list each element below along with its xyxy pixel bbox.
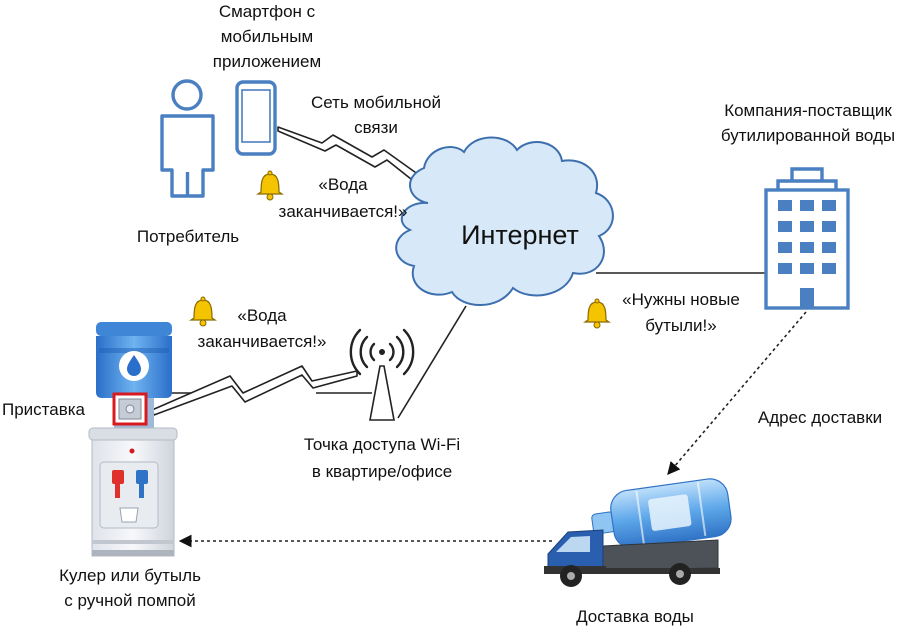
device-label: Приставка (2, 400, 86, 419)
delivery-address-arrow (667, 311, 807, 475)
svg-text:связи: связи (354, 118, 398, 137)
cloud-icon (395, 136, 614, 306)
svg-text:Компания-поставщик: Компания-поставщик (724, 101, 892, 120)
svg-text:«Вода: «Вода (237, 306, 287, 325)
svg-text:заканчивается!»: заканчивается!» (279, 202, 408, 221)
svg-text:Кулер или бутыль: Кулер или бутыль (59, 566, 201, 585)
svg-text:«Нужны новые: «Нужны новые (622, 290, 740, 309)
lightning-link-icon (151, 365, 358, 416)
bell-icon (256, 170, 284, 201)
internet-label: Интернет (461, 220, 579, 250)
svg-text:Сеть мобильной: Сеть мобильной (311, 93, 441, 112)
svg-text:Точка доступа Wi-Fi: Точка доступа Wi-Fi (304, 435, 460, 454)
bell-icon (583, 298, 611, 329)
alert-company-label: «Нужны новые бутыли!» (622, 290, 740, 335)
consumer-label: Потребитель (137, 227, 239, 246)
water-cooler-icon (88, 322, 178, 557)
svg-text:бутыли!»: бутыли!» (645, 316, 716, 335)
svg-text:бутилированной воды: бутилированной воды (721, 126, 895, 145)
water-delivery-label: Доставка воды (576, 607, 694, 626)
svg-text:мобильным: мобильным (221, 27, 313, 46)
svg-text:«Вода: «Вода (318, 175, 368, 194)
wifi-ap-label: Точка доступа Wi-Fi в квартире/офисе (304, 435, 460, 481)
svg-text:Смартфон с: Смартфон с (219, 2, 316, 21)
cooler-label: Кулер или бутыль с ручной помпой (59, 566, 201, 610)
smartphone-icon (235, 80, 277, 156)
company-label: Компания-поставщик бутилированной воды (721, 101, 895, 145)
bell-icon (189, 296, 217, 327)
svg-text:приложением: приложением (213, 52, 321, 71)
smartphone-label: Смартфон с мобильным приложением (213, 2, 321, 71)
wifi-antenna-icon (349, 328, 415, 421)
link-wifi-internet (397, 305, 467, 419)
svg-text:с ручной помпой: с ручной помпой (64, 591, 195, 610)
delivery-address-label: Адрес доставки (758, 408, 882, 427)
truck-icon (544, 478, 732, 587)
svg-text:в квартире/офисе: в квартире/офисе (312, 462, 452, 481)
alert-consumer-label: «Вода заканчивается!» (279, 175, 408, 221)
person-icon (160, 79, 215, 198)
alert-device-label: «Вода заканчивается!» (198, 306, 327, 351)
svg-text:заканчивается!»: заканчивается!» (198, 332, 327, 351)
mobile-network-label: Сеть мобильной связи (311, 93, 441, 137)
building-icon (764, 167, 850, 310)
